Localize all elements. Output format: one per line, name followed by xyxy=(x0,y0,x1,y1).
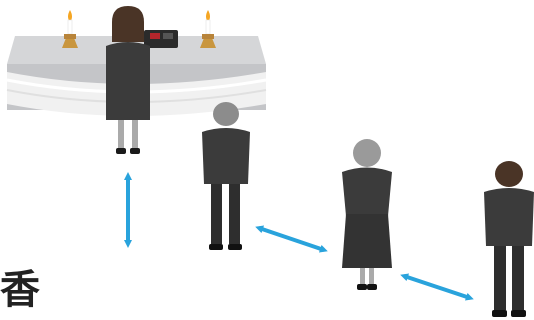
incense-box-icon xyxy=(144,30,178,48)
mourner-waiting-3 xyxy=(484,161,534,317)
mourner-waiting-1 xyxy=(202,102,250,250)
candle-icon xyxy=(62,10,78,48)
mourner-waiting-2 xyxy=(342,139,392,290)
caption-text: 香 xyxy=(0,270,40,310)
candle-icon xyxy=(200,10,216,48)
double-arrow-icon xyxy=(404,276,470,298)
mourner-at-altar xyxy=(106,6,150,154)
double-arrow-icon xyxy=(259,228,324,250)
